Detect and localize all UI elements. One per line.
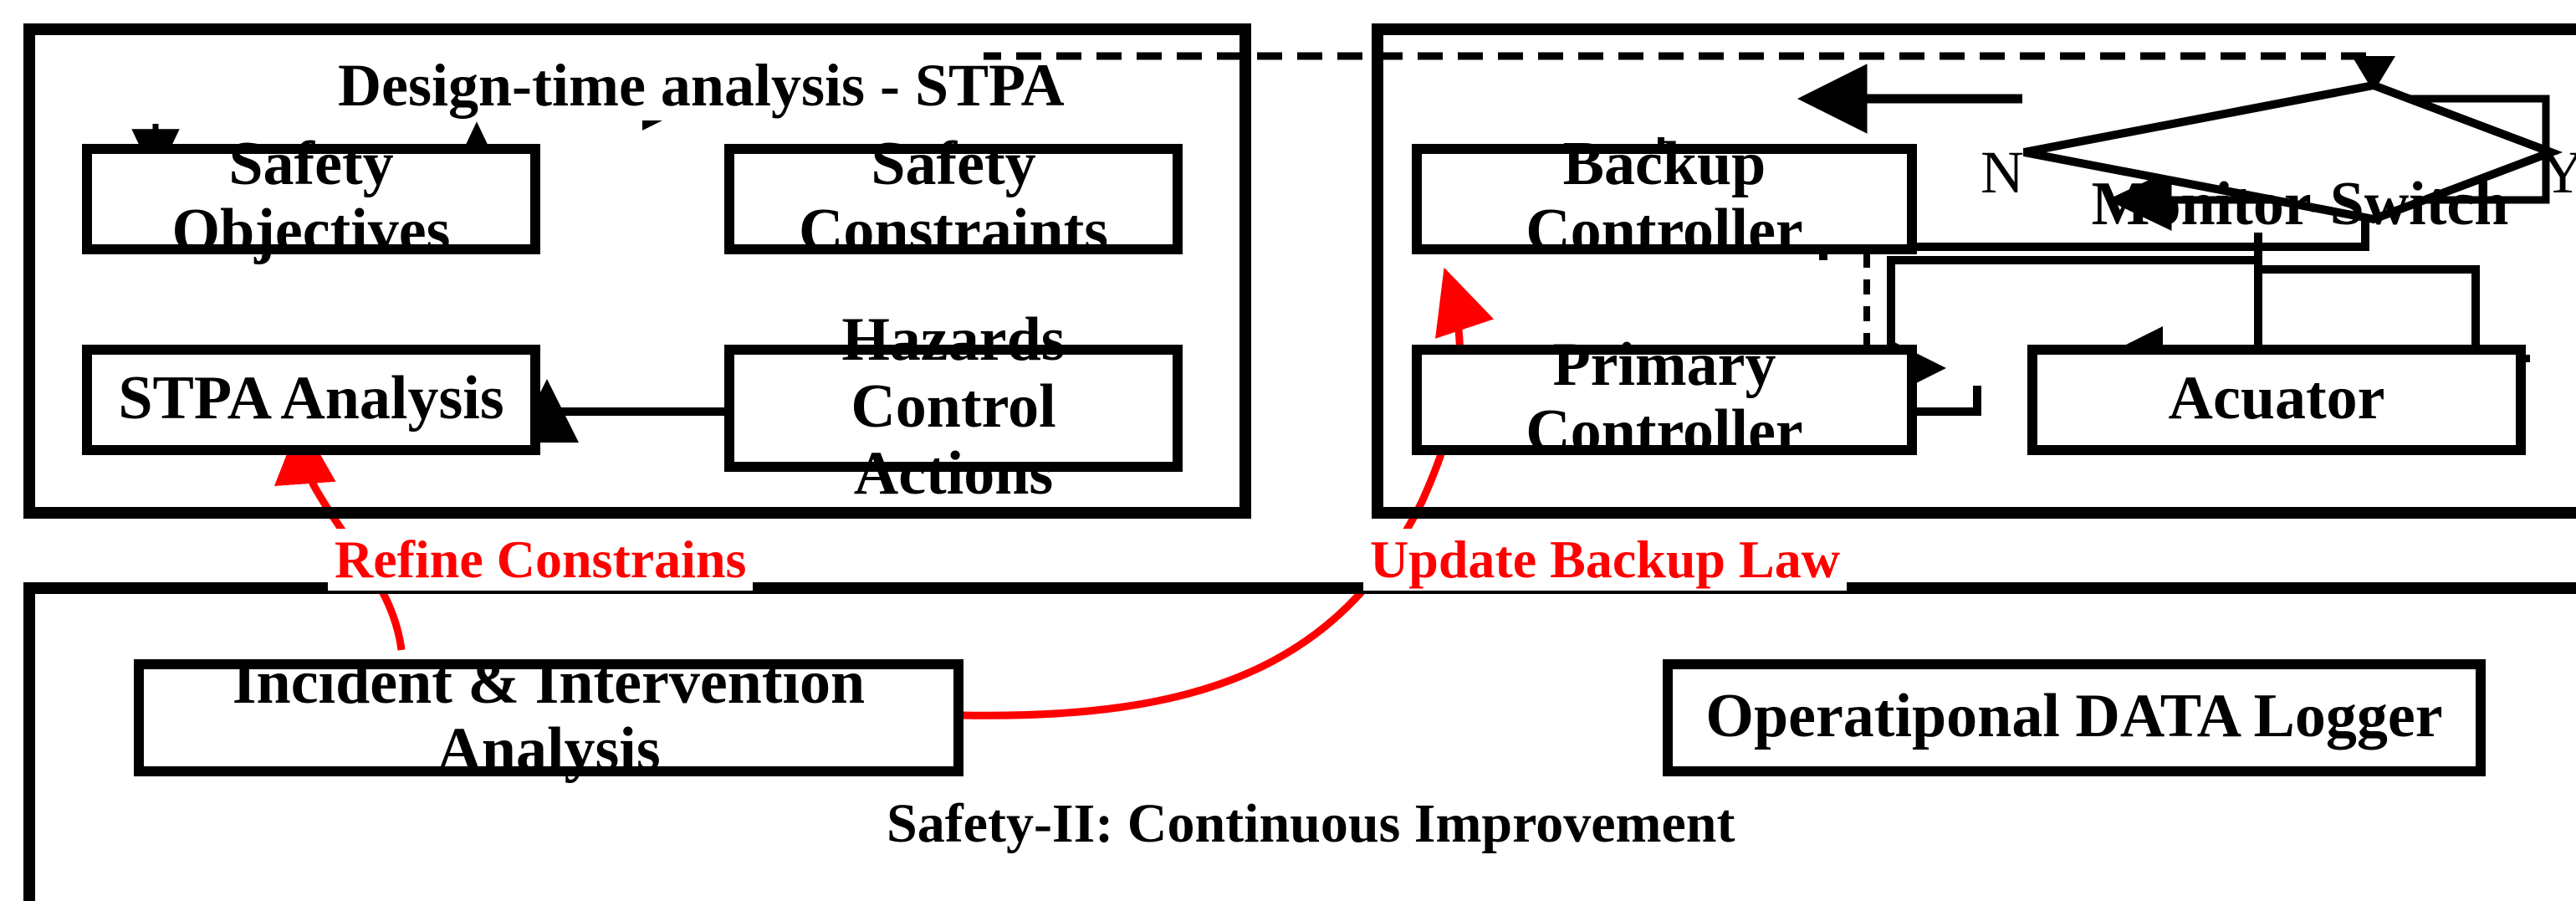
node-monitor-switch[interactable]: Monitor-Switch [2083,167,2517,241]
node-hazards-control-actions[interactable]: Hazards Control Actions [724,307,1183,508]
node-incident-analysis[interactable]: Incident & Intervention Analysis [134,650,963,784]
node-backup-controller[interactable]: Backup Controller [1412,131,1917,265]
node-actuator-label: Acuator [2168,365,2385,434]
node-actuator[interactable]: Acuator [2027,345,2526,455]
monitor-switch-diamond [2023,80,2563,224]
panel-stpa-label: Design-time analysis - STPA [328,50,1065,120]
edge-label-monitor-no: N [1981,139,2024,206]
edge-dashed-to-monitor-arrowhead [2352,56,2395,92]
edge-label-monitor-yes: Y [2541,137,2576,207]
node-stpa-analysis[interactable]: STPA Analysis [82,345,540,455]
annotation-update-backup-law: Update Backup Law [1363,529,1847,591]
panel-stpa [23,23,1251,519]
node-data-logger[interactable]: Operatiponal DATA Logger [1663,659,2486,776]
node-data-logger-label: Operatiponal DATA Logger [1705,683,2443,752]
node-backup-controller-label: Backup Controller [1526,131,1803,266]
node-stpa-analysis-label: STPA Analysis [118,365,504,434]
annotation-safety-ii: Safety-II: Continuous Improvement [870,795,1752,857]
panel-rta [1372,23,2576,519]
annotation-refine-constrains: Refine Constrains [328,529,754,591]
node-safety-constraints-label: Safety Constraints [798,131,1109,266]
node-monitor-switch-label: Monitor-Switch [2091,170,2509,238]
node-safety-objectives[interactable]: Safety Objectives [82,131,540,265]
node-incident-analysis-label: Incident & Intervention Analysis [232,649,866,785]
node-safety-constraints[interactable]: Safety Constraints [724,131,1183,265]
node-hazards-control-actions-label: Hazards Control Actions [841,306,1066,509]
node-safety-objectives-label: Safety Objectives [171,131,451,266]
node-primary-controller-label: Primary Controller [1526,331,1803,467]
node-primary-controller[interactable]: Primary Controller [1412,332,1917,466]
